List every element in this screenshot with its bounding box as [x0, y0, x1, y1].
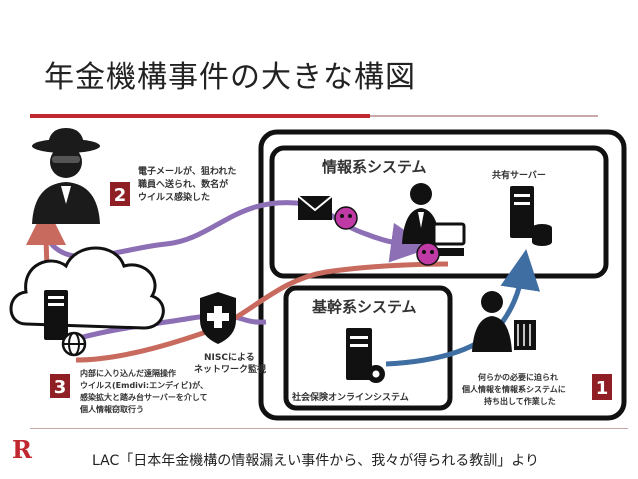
- step-1-line3: 持ち出して作業した: [484, 396, 556, 406]
- company-logo: R: [12, 436, 33, 464]
- internet-cloud-icon: [9, 246, 165, 330]
- backbone-server-icon: [346, 328, 372, 380]
- nisc-shield-icon: [200, 292, 236, 344]
- pension-system-label: 社会保険オンラインシステム: [291, 391, 409, 403]
- gear-icon: [367, 365, 385, 383]
- step-3-line4: 個人情報窃取行う: [79, 404, 144, 414]
- c2-server-icon: [44, 290, 68, 340]
- step-3-line2: ウイルス(Emdivi:エンディビ)が、: [80, 380, 208, 390]
- step-2-line1: 電子メールが、狙われた: [138, 165, 236, 177]
- step-3-line3: 感染拡大と踏み台サーバーを介して: [80, 392, 208, 402]
- shared-server-icon: [510, 186, 552, 246]
- info-system-box: [269, 145, 609, 279]
- step-3-number: 3: [54, 377, 67, 398]
- step-1-line1: 何らかの必要に迫られ: [478, 372, 558, 382]
- email-icon: [297, 195, 333, 220]
- virus-icon-pc: [416, 242, 440, 266]
- step-2-line2: 職員へ送られ、数名が: [138, 178, 229, 190]
- step-1-badge: [592, 374, 612, 400]
- source-citation: LAC「日本年金機構の情報漏えい事件から、我々が得られる教訓」より: [92, 453, 539, 469]
- info-system-label: 情報系システム: [322, 158, 427, 176]
- step-1-line2: 個人情報を情報系システムに: [461, 384, 566, 394]
- step-2-badge: [110, 182, 130, 206]
- backbone-system-box: [283, 285, 453, 411]
- footer-divider: [30, 428, 628, 429]
- computer-icon: [432, 222, 466, 256]
- globe-icon: [61, 331, 87, 357]
- path-nisc-loop: [65, 313, 267, 345]
- virus-icon-email: [334, 206, 358, 230]
- staff-with-documents-icon: [472, 291, 536, 352]
- shared-server-label: 共有サーバー: [492, 169, 546, 181]
- incident-diagram: NISCによる ネットワーク監視 情報系システム 共有サーバー 基幹系システム: [9, 128, 627, 421]
- step-3-badge: [50, 374, 70, 398]
- step-2-line3: ウイルス感染した: [138, 191, 210, 203]
- title-underline: [370, 115, 598, 117]
- slide-title: 年金機構事件の大きな構図: [44, 60, 416, 95]
- step-1-number: 1: [596, 378, 609, 399]
- step-3-line1: 内部に入り込んだ遠隔操作: [80, 368, 176, 378]
- logo-letter: R: [12, 436, 33, 464]
- nisc-label-line1: NISCによる: [204, 352, 255, 363]
- nisc-label-line2: ネットワーク監視: [194, 363, 266, 375]
- title-underline-accent: [30, 114, 370, 118]
- backbone-system-label: 基幹系システム: [311, 298, 417, 316]
- employee-icon: [402, 183, 440, 244]
- attack-path-exfiltration: [75, 261, 449, 363]
- step-2-number: 2: [114, 185, 127, 206]
- organization-frame: [258, 129, 627, 421]
- attacker-icon: [32, 128, 100, 224]
